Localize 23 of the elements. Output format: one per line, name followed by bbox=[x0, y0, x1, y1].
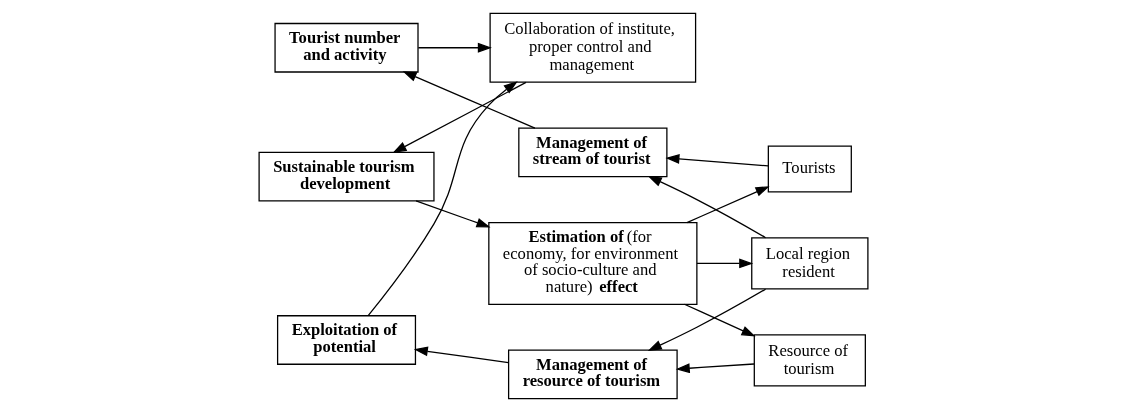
node-box: Sustainable tourism development bbox=[257, 151, 435, 202]
arrow bbox=[647, 175, 766, 239]
arrow bbox=[675, 363, 755, 374]
node-box: Collaboration of institute, proper control and management bbox=[488, 12, 696, 83]
arrow bbox=[685, 186, 770, 224]
arrow bbox=[367, 81, 518, 317]
arrow bbox=[413, 346, 509, 364]
node-box: Management of resource of tourism bbox=[507, 349, 678, 400]
arrow bbox=[402, 71, 536, 129]
node-box: Resource of tourism bbox=[753, 334, 866, 387]
arrow bbox=[417, 42, 492, 53]
node-box: Management of stream of tourist bbox=[517, 127, 667, 178]
arrow bbox=[414, 200, 491, 228]
arrow bbox=[647, 288, 766, 351]
arrow bbox=[392, 81, 527, 153]
node-box: Local region resident bbox=[750, 237, 869, 290]
node-box: Exploitation of potential bbox=[276, 315, 416, 365]
node-box: Tourist number and activity bbox=[273, 22, 419, 73]
arrow bbox=[683, 303, 756, 337]
node-box: Estimation of (for economy, for environment of socio-culture and nature) effect bbox=[487, 221, 697, 305]
node-box: Tourists bbox=[767, 145, 852, 193]
arrow bbox=[664, 154, 769, 167]
arrow bbox=[695, 258, 753, 269]
